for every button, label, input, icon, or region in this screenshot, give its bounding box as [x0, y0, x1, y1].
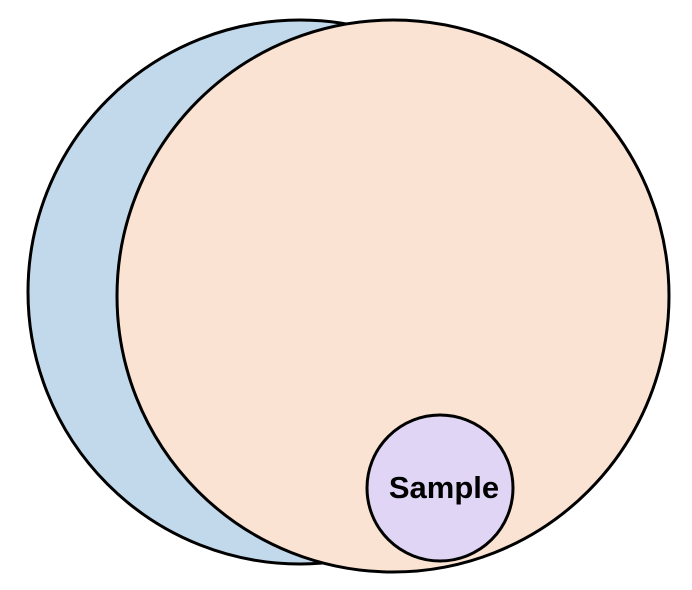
sampling-frame-circle[interactable] [115, 18, 671, 574]
sample-label: Sample [389, 470, 499, 505]
sample-circle[interactable] [365, 413, 515, 563]
